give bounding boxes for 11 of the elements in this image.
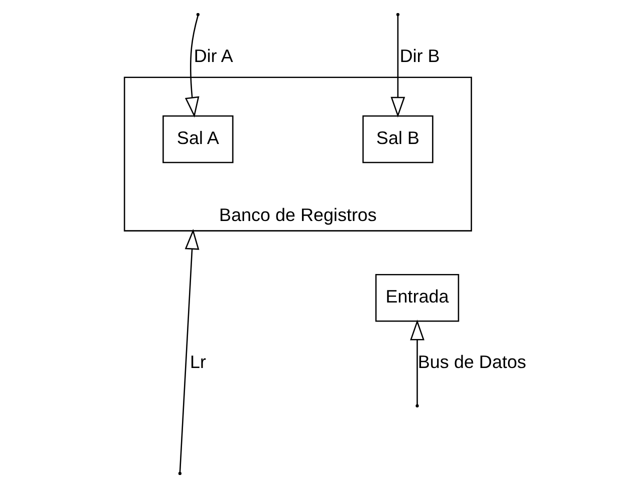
node-box: Sal A	[162, 115, 233, 164]
edge-label: Dir A	[193, 46, 233, 66]
edge-label: Lr	[189, 352, 206, 372]
node-box: Entrada	[374, 274, 459, 322]
node-box: Sal B	[362, 115, 433, 164]
arrow	[410, 320, 424, 405]
edge-label: Bus de Datos	[417, 352, 526, 372]
arrow	[178, 228, 199, 472]
arrow	[184, 15, 199, 118]
arrow	[390, 16, 405, 118]
edge-label: Dir B	[399, 46, 440, 66]
